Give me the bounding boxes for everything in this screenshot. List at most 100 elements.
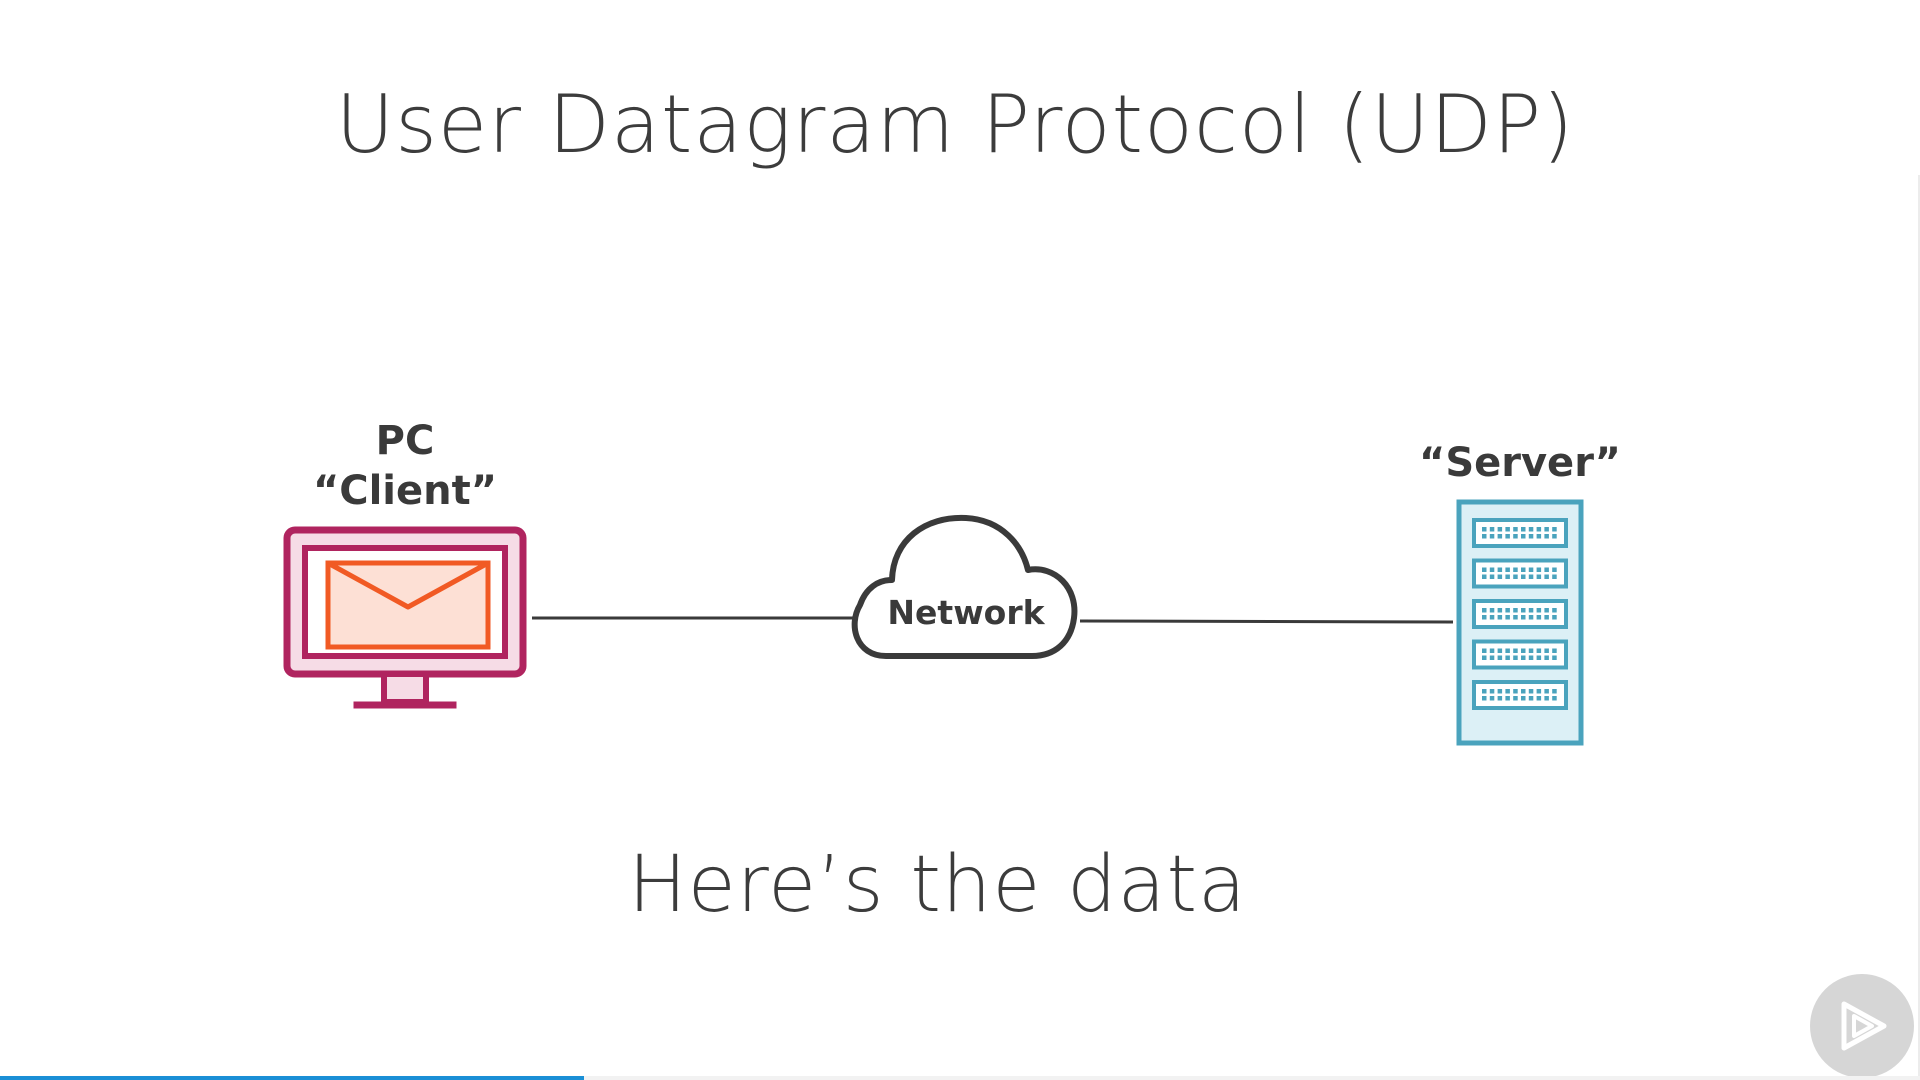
play-logo-icon (1841, 1001, 1887, 1051)
server-bay-vent (1489, 655, 1495, 660)
server-bay-vent (1528, 655, 1534, 660)
server-bay-vent (1544, 574, 1549, 579)
server-bay-vent (1521, 567, 1526, 572)
server-bay-vent (1497, 608, 1503, 613)
server-bay-vent (1505, 574, 1510, 579)
server-bay-vent (1505, 615, 1510, 620)
server-bay-vent (1505, 527, 1510, 532)
server-bay-vent (1489, 689, 1495, 694)
cloud-icon: Network (851, 514, 1078, 659)
server-bay-vent (1489, 574, 1495, 579)
server-bay (1472, 680, 1568, 710)
server-bay-vent (1544, 608, 1549, 613)
slide-edge-divider (1918, 175, 1920, 1080)
network-label: Network (887, 593, 1045, 632)
server-bay-vent (1521, 655, 1526, 660)
server-bay-vent (1544, 648, 1549, 653)
server-bay-vent (1513, 567, 1518, 572)
server-bay-vent (1536, 615, 1542, 620)
server-bay-vent (1497, 574, 1503, 579)
server-bay-vent (1505, 608, 1510, 613)
server-bay-vent (1513, 608, 1518, 613)
server-bay-vent (1482, 608, 1487, 613)
server-bay-vent (1536, 696, 1542, 701)
server-bay-vent (1536, 567, 1542, 572)
server-bay-vent (1528, 534, 1534, 539)
server-bay-vent (1544, 534, 1549, 539)
server-bay-vent (1528, 608, 1534, 613)
server-bay-vent (1489, 567, 1495, 572)
server-bay-vent (1489, 696, 1495, 701)
server-bay-vent (1505, 696, 1510, 701)
server-bay-vent (1513, 696, 1518, 701)
server-bay-vent (1513, 655, 1518, 660)
playback-progress-bar[interactable] (0, 1076, 1920, 1080)
server-bay-vent (1536, 655, 1542, 660)
server-bay-vent (1552, 574, 1557, 579)
server-bay (1472, 599, 1568, 629)
slide-title: User Datagram Protocol (UDP) (335, 78, 1575, 171)
playback-progress-fill (0, 1076, 584, 1080)
server-bay-vent (1536, 608, 1542, 613)
server-bay-vent (1513, 648, 1518, 653)
server-bay-vent (1505, 534, 1510, 539)
client-label-line2: “Client” (312, 468, 498, 514)
server-bay-vent (1521, 608, 1526, 613)
server-rack-icon (1456, 499, 1584, 746)
server-bay-vent (1505, 567, 1510, 572)
server-bay-vent (1489, 648, 1495, 653)
server-bay-vent (1552, 567, 1557, 572)
server-bay-vent (1544, 567, 1549, 572)
client-label-line1: PC (375, 418, 435, 464)
server-bay (1472, 518, 1568, 548)
server-bay-vent (1482, 615, 1487, 620)
server-bay-vent (1528, 527, 1534, 532)
server-bay-vent (1552, 534, 1557, 539)
server-bay-vent (1552, 648, 1557, 653)
server-bay-vent (1536, 527, 1542, 532)
server-bay-vent (1552, 696, 1557, 701)
server-bay-vent (1521, 648, 1526, 653)
server-bay-vent (1482, 567, 1487, 572)
server-bay-vent (1497, 534, 1503, 539)
server-bay-vent (1513, 615, 1518, 620)
server-bay-vent (1489, 534, 1495, 539)
server-bay-vent (1521, 574, 1526, 579)
server-bay-vent (1482, 689, 1487, 694)
server-bay-vent (1544, 689, 1549, 694)
server-bay-vent (1513, 527, 1518, 532)
server-bay (1472, 639, 1568, 670)
server-bay-vent (1482, 574, 1487, 579)
server-bay-vent (1544, 615, 1549, 620)
server-bay-vent (1489, 615, 1495, 620)
client-label: PC “Client” (285, 416, 525, 516)
play-button[interactable] (1810, 974, 1914, 1078)
server-bay-vent (1482, 534, 1487, 539)
server-bay-vent (1536, 648, 1542, 653)
server-bay-vent (1482, 696, 1487, 701)
server-bay-vent (1528, 648, 1534, 653)
server-bay-vent (1528, 696, 1534, 701)
server-bay-vent (1552, 655, 1557, 660)
server-bay-vent (1497, 655, 1503, 660)
server-bay-vent (1497, 696, 1503, 701)
server-bay-vent (1544, 527, 1549, 532)
server-bay-vent (1521, 615, 1526, 620)
server-bay-vent (1528, 689, 1534, 694)
server-bay (1472, 558, 1568, 589)
network-server-link (1079, 619, 1454, 624)
server-bay-vent (1528, 615, 1534, 620)
server-bay-vent (1513, 689, 1518, 694)
server-bay-vent (1497, 567, 1503, 572)
server-bay-vent (1521, 527, 1526, 532)
server-bay-vent (1505, 689, 1510, 694)
server-bay-vent (1536, 574, 1542, 579)
server-bay-vent (1497, 689, 1503, 694)
server-bay-vent (1552, 527, 1557, 532)
server-bay-vent (1497, 615, 1503, 620)
server-bay-vent (1497, 648, 1503, 653)
server-label: “Server” (1419, 440, 1621, 486)
server-bay-vent (1513, 534, 1518, 539)
